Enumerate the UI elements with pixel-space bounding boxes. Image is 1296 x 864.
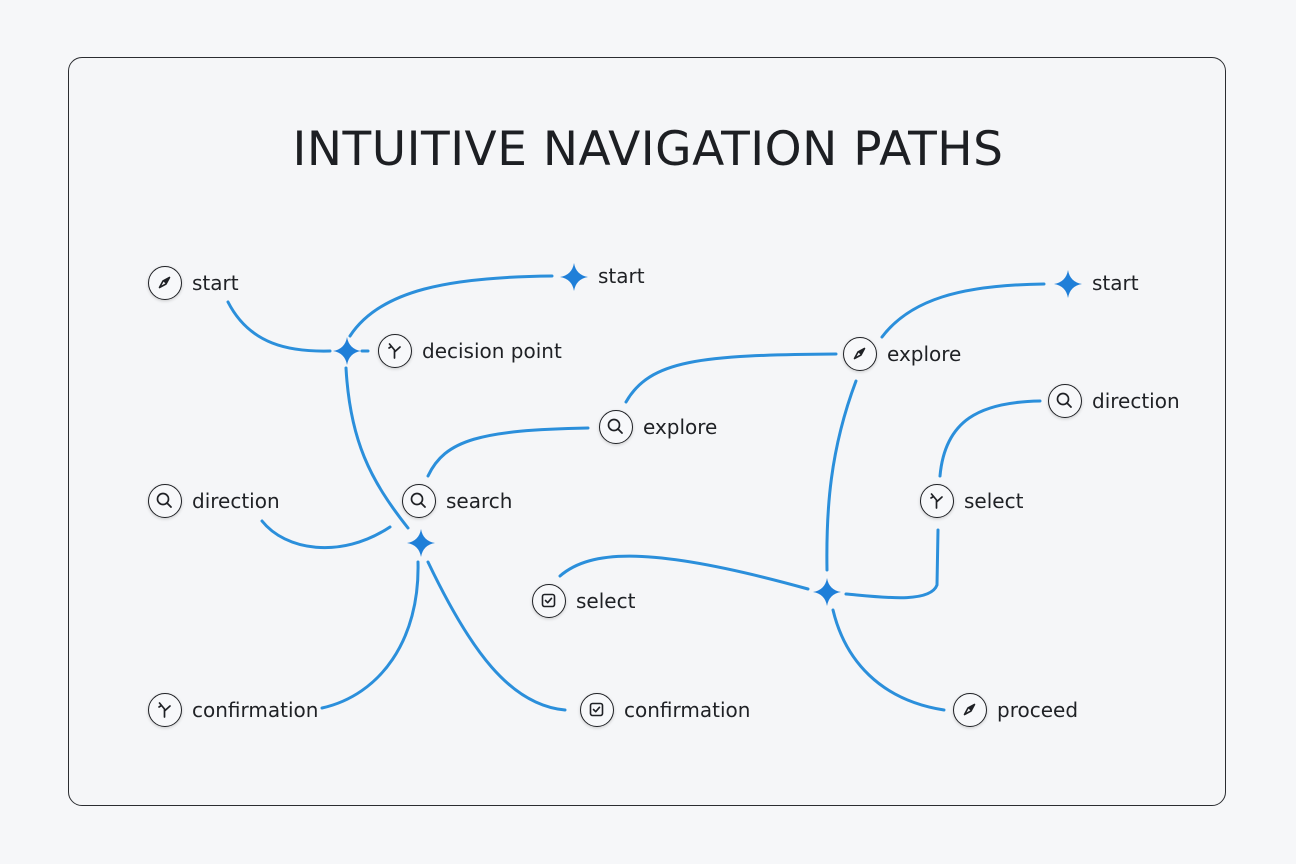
node-label-explore: explore (887, 342, 962, 366)
node-label-select: select (576, 589, 636, 613)
path-select-to-direction (938, 399, 1042, 478)
branch-icon[interactable] (378, 334, 412, 368)
search-icon[interactable] (402, 484, 436, 518)
node-label-search: search (446, 489, 513, 513)
path-explore-to-hub-c (825, 379, 858, 572)
node-label-explore: explore (643, 415, 718, 439)
node-label-direction: direction (192, 489, 280, 513)
compass-icon[interactable] (953, 693, 987, 727)
node-label-select: select (964, 489, 1024, 513)
branch-icon[interactable] (920, 484, 954, 518)
diagram-frame (68, 57, 1226, 806)
node-label-start: start (1092, 271, 1139, 295)
path-direction-to-hub-b (260, 519, 392, 550)
branch-icon[interactable] (148, 693, 182, 727)
path-start-to-hub (226, 300, 332, 353)
checkbox-icon[interactable] (580, 693, 614, 727)
path-hub-b-to-confirmation-left (320, 560, 420, 710)
path-explore-to-start-right (880, 282, 1046, 339)
node-label-confirmation: confirmation (624, 698, 751, 722)
node-label-decision-point: decision point (422, 339, 562, 363)
hub-diamond-icon (333, 337, 361, 365)
path-hub-to-start-top (348, 274, 554, 338)
hub-diamond-icon (407, 529, 435, 557)
path-explore-to-explore (624, 352, 838, 404)
search-icon[interactable] (148, 484, 182, 518)
compass-icon[interactable] (843, 337, 877, 371)
node-label-start: start (192, 271, 239, 295)
path-select-to-hub-c (558, 554, 810, 591)
path-hub-c-to-proceed (831, 608, 946, 712)
node-label-direction: direction (1092, 389, 1180, 413)
path-hub-to-hub-b (344, 366, 410, 530)
compass-icon[interactable] (148, 266, 182, 300)
path-search-to-explore (426, 426, 590, 478)
search-icon[interactable] (1048, 384, 1082, 418)
node-label-proceed: proceed (997, 698, 1079, 722)
page-title: INTUITIVE NAVIGATION PATHS (292, 122, 1004, 177)
node-label-confirmation: confirmation (192, 698, 319, 722)
path-hub-c-to-select (844, 528, 940, 600)
path-hub-b-to-confirmation-right (426, 560, 567, 712)
diamond-icon[interactable] (1053, 269, 1083, 299)
checkbox-icon[interactable] (532, 584, 566, 618)
node-label-start: start (598, 264, 645, 288)
diamond-icon[interactable] (559, 262, 589, 292)
search-icon[interactable] (599, 410, 633, 444)
hub-diamond-icon (813, 578, 841, 606)
